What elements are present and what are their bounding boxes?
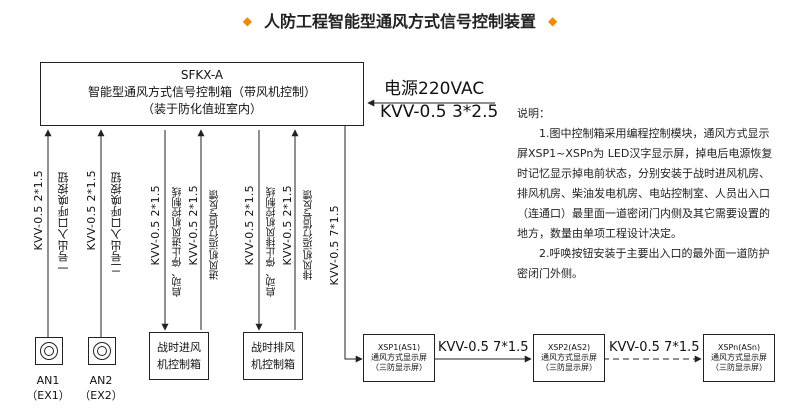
diamond-icon: ◆ xyxy=(548,14,558,28)
main-box-model: SFKX-A xyxy=(180,68,224,82)
button-an1-label: AN1 （EX1） xyxy=(26,374,70,402)
cable2-spec: KVV-0.5 2*1.5 xyxy=(85,170,98,251)
cable2-desc: 二号出入口呼唤按钮 xyxy=(110,172,123,274)
diamond-icon: ◆ xyxy=(242,14,252,28)
link-2-label: KVV-0.5 7*1.5 xyxy=(609,340,700,355)
main-control-box: SFKX-A 智能型通风方式信号控制箱（带风机控制） （装于防化值班室内） xyxy=(40,62,364,126)
cable5-desc: 启动、停止排风机控制线 xyxy=(267,187,278,297)
link-1-label: KVV-0.5 7*1.5 xyxy=(438,340,529,355)
cable3-spec: KVV-0.5 2*1.5 xyxy=(149,185,162,266)
main-box-location: （装于防化值班室内） xyxy=(141,102,262,116)
call-button-an1 xyxy=(35,337,63,365)
cable6-desc: 排风机运行信号反馈 xyxy=(304,190,315,280)
exhaust-fan-control-box: 战时排风 机控制箱 xyxy=(243,332,303,380)
cable4-desc: 进风机运行信号反馈 xyxy=(210,190,221,280)
notes-item-2: 2.呼唤按钮安装于主要出入口的最外面一道防护密闭门外侧。 xyxy=(517,247,770,280)
power-label: 电源220VAC xyxy=(384,79,485,99)
display-xspn: XSPn(ASn) 通风方式显示屏 （三防显示屏） xyxy=(703,334,775,382)
button-dot-icon xyxy=(97,346,107,356)
cable5-spec: KVV-0.5 2*1.5 xyxy=(243,185,256,266)
display-xsp2: XSP2(AS2) 通风方式显示屏 （三防显示屏） xyxy=(533,334,605,382)
cable1-spec: KVV-0.5 2*1.5 xyxy=(32,170,45,251)
cable3-desc: 启动、停止进风机控制线 xyxy=(173,187,184,297)
call-button-an2 xyxy=(88,337,116,365)
button-ring-icon xyxy=(40,342,58,360)
cable7-spec: KVV-0.5 7*1.5 xyxy=(328,205,341,286)
notes-item-1: 1.图中控制箱采用编程控制模块，通风方式显示屏XSP1~XSPn为 LED汉字显… xyxy=(517,127,773,240)
button-ring-icon xyxy=(93,342,111,360)
cable1-desc: 一号出入口呼唤按钮 xyxy=(57,172,70,274)
button-an2-label: AN2 （EX2） xyxy=(79,374,123,402)
page-title: ◆ 人防工程智能型通风方式信号控制装置 ◆ xyxy=(0,8,800,32)
main-box-desc: 智能型通风方式信号控制箱（带风机控制） xyxy=(87,85,316,99)
title-text: 人防工程智能型通风方式信号控制装置 xyxy=(263,12,536,31)
display-xsp1: XSP1(AS1) 通风方式显示屏 （三防显示屏） xyxy=(363,334,435,382)
notes-panel: 说明： 1.图中控制箱采用编程控制模块，通风方式显示屏XSP1~XSPn为 LE… xyxy=(517,104,779,284)
cable4-spec: KVV-0.5 2*1.5 xyxy=(187,185,200,266)
notes-heading: 说明： xyxy=(517,107,550,120)
intake-fan-control-box: 战时进风 机控制箱 xyxy=(149,332,209,380)
power-cable-label: KVV-0.5 3*2.5 xyxy=(380,102,499,122)
cable6-spec: KVV-0.5 2*1.5 xyxy=(281,185,294,266)
cable-display xyxy=(344,126,363,363)
button-dot-icon xyxy=(44,346,54,356)
